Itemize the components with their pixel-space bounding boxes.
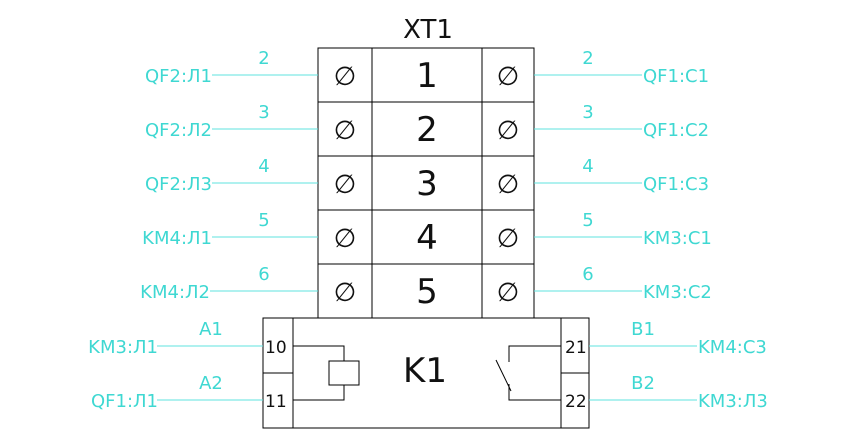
relay-wire-destination-left: KM3:Л1 bbox=[88, 337, 158, 358]
screw-left-icon: ∅ bbox=[334, 278, 357, 308]
wire-number-right: 6 bbox=[582, 264, 593, 285]
relay-pin-number: 21 bbox=[565, 338, 587, 358]
screw-right-icon: ∅ bbox=[497, 116, 520, 146]
screw-right-icon: ∅ bbox=[497, 224, 520, 254]
wire-destination-left: QF2:Л2 bbox=[145, 120, 212, 141]
wire-number-left: 3 bbox=[258, 102, 269, 123]
wire-number-left: 6 bbox=[258, 264, 269, 285]
terminal-number: 4 bbox=[416, 218, 438, 258]
relay-wire-destination-right: KM3:Л3 bbox=[698, 391, 768, 412]
terminal-number: 5 bbox=[416, 272, 438, 312]
wire-number-right: 4 bbox=[582, 156, 593, 177]
relay-pin-number: 10 bbox=[265, 338, 287, 358]
screw-right-icon: ∅ bbox=[497, 170, 520, 200]
wire-number-left: 4 bbox=[258, 156, 269, 177]
terminal-number: 3 bbox=[416, 164, 438, 204]
wire-destination-left: QF2:Л1 bbox=[145, 66, 212, 87]
relay-wire-number-left: A1 bbox=[199, 319, 223, 340]
relay: K1 bbox=[262, 317, 590, 429]
wire-destination-right: QF1:C1 bbox=[643, 66, 709, 87]
relay-wire-number-right: B2 bbox=[631, 373, 655, 394]
wire-destination-left: KM4:Л2 bbox=[140, 282, 210, 303]
relay-wire-destination-right: KM4:C3 bbox=[698, 337, 767, 358]
wire-number-right: 2 bbox=[582, 48, 593, 69]
screw-left-icon: ∅ bbox=[334, 170, 357, 200]
relay-pin-number: 22 bbox=[565, 392, 587, 412]
relay-wire-destination-left: QF1:Л1 bbox=[91, 391, 158, 412]
switch-contact-icon bbox=[495, 345, 561, 401]
wire-destination-right: KM3:C1 bbox=[643, 228, 712, 249]
wire-destination-right: KM3:C2 bbox=[643, 282, 712, 303]
wire-destination-left: QF2:Л3 bbox=[145, 174, 212, 195]
relay-wire-number-left: A2 bbox=[199, 373, 223, 394]
terminal-block: 1∅∅2QF2:Л12QF1:C12∅∅3QF2:Л23QF1:C23∅∅4QF… bbox=[140, 47, 712, 319]
relay-label: K1 bbox=[403, 351, 447, 391]
wire-number-right: 3 bbox=[582, 102, 593, 123]
wire-destination-left: KM4:Л1 bbox=[142, 228, 212, 249]
screw-left-icon: ∅ bbox=[334, 224, 357, 254]
screw-left-icon: ∅ bbox=[334, 62, 357, 92]
wire-number-left: 5 bbox=[258, 210, 269, 231]
terminal-number: 1 bbox=[416, 56, 438, 96]
terminal-number: 2 bbox=[416, 110, 438, 150]
wire-destination-right: QF1:C3 bbox=[643, 174, 709, 195]
relay-wire-number-right: B1 bbox=[631, 319, 655, 340]
screw-left-icon: ∅ bbox=[334, 116, 357, 146]
wire-number-left: 2 bbox=[258, 48, 269, 69]
screw-right-icon: ∅ bbox=[497, 278, 520, 308]
relay-pin-number: 11 bbox=[265, 392, 287, 412]
wire-destination-right: QF1:C2 bbox=[643, 120, 709, 141]
wire-number-right: 5 bbox=[582, 210, 593, 231]
terminal-block-title: XT1 bbox=[403, 15, 453, 45]
screw-right-icon: ∅ bbox=[497, 62, 520, 92]
coil-icon bbox=[293, 345, 360, 401]
